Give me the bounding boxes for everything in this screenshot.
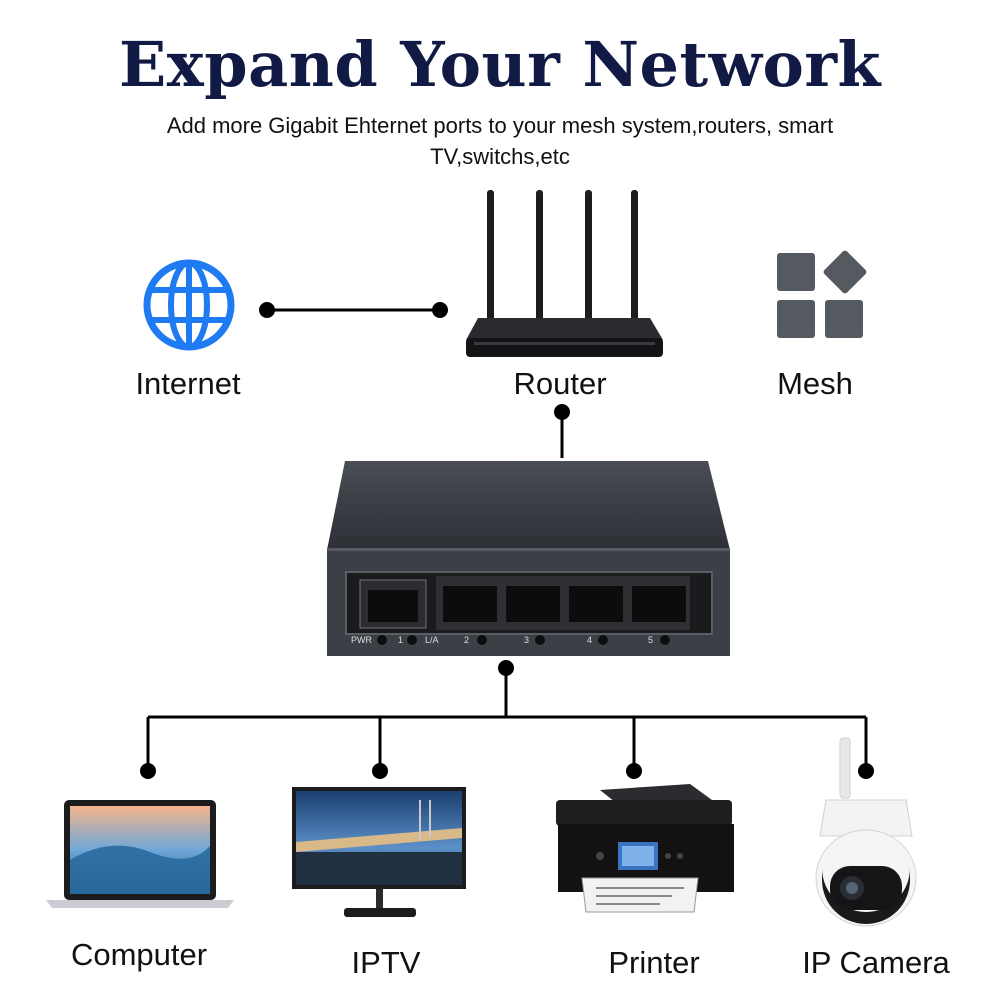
distribution-lines — [146, 668, 868, 770]
switch-label-pwr: PWR — [351, 635, 372, 645]
internet-label: Internet — [135, 366, 241, 401]
switch-link-dot — [498, 660, 514, 676]
switch-label-port2: 2 — [464, 635, 469, 645]
internet-router-link — [259, 302, 448, 318]
page-subtitle: Add more Gigabit Ehternet ports to your … — [166, 113, 834, 169]
switch-label-port5: 5 — [648, 635, 653, 645]
printer-link-dot — [626, 763, 642, 779]
switch-label-la: L/A — [425, 635, 439, 645]
camera-icon — [815, 737, 917, 927]
camera-link-dot — [858, 763, 874, 779]
printer-icon — [556, 784, 734, 913]
printer-label: Printer — [608, 945, 700, 980]
router-link-dot — [554, 404, 570, 420]
laptop-icon — [46, 800, 234, 908]
computer-link-dot — [140, 763, 156, 779]
iptv-label: IPTV — [351, 945, 421, 980]
globe-icon — [143, 259, 235, 351]
iptv-link-dot — [372, 763, 388, 779]
router-icon — [466, 190, 663, 357]
router-label: Router — [513, 366, 607, 401]
page-title: Expand Your Network — [119, 28, 881, 101]
ip-camera-label: IP Camera — [802, 945, 950, 980]
monitor-icon — [292, 787, 466, 917]
mesh-label: Mesh — [777, 366, 853, 401]
switch-label-port1: 1 — [398, 635, 403, 645]
switch-label-port4: 4 — [587, 635, 592, 645]
switch-label-port3: 3 — [524, 635, 529, 645]
computer-label: Computer — [70, 937, 208, 972]
switch-icon: PWR 1 L/A 2 3 4 5 — [327, 461, 730, 656]
